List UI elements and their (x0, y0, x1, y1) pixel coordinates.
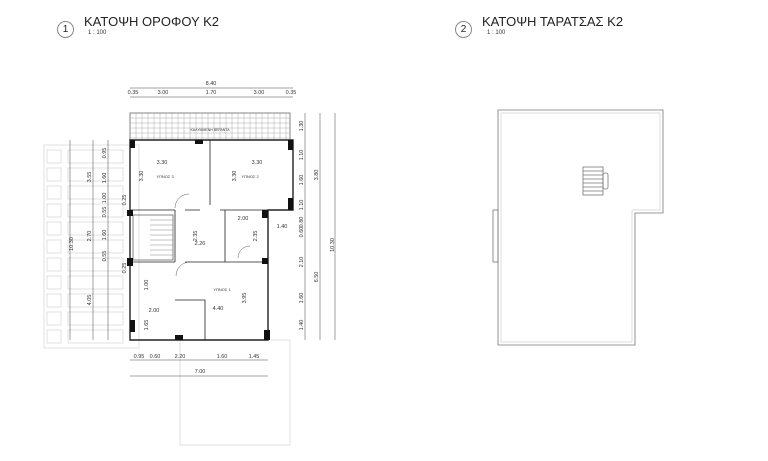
dimension-left: 2.70 (87, 231, 93, 242)
dimension-bottom: 2.20 (175, 354, 186, 360)
dimension-left: 1.00 (144, 280, 150, 291)
dimension-right: 0.80 (299, 217, 305, 228)
dimension-top: 0.35 (286, 90, 297, 96)
dimension-top: 0.35 (128, 90, 139, 96)
dimension-inner: 2.00 (238, 216, 249, 222)
dimension-bottom: 0.95 (134, 354, 145, 360)
dimension-labels: 8.40 0.35 3.00 1.70 3.00 0.35 0.95 0.60 2.20 1.60… (69, 81, 336, 375)
dimension-inner: 3.95 (242, 293, 248, 304)
dimension-inner: 3.30 (252, 160, 263, 166)
view-title-2: ΚΑΤΟΨΗ ΤΑΡΑΤΣΑΣ Κ2 (482, 14, 624, 29)
room-label-bedroom-2: ΥΠΝΟΣ 2 (241, 174, 259, 179)
view-number-2: 2 (455, 21, 472, 38)
underlay-lines (43, 144, 291, 446)
dimension-right: 1.60 (299, 293, 305, 304)
dimension-inner: 2.35 (193, 231, 199, 242)
dimension-right: 0.60 (299, 227, 305, 238)
dimension-left: 1.00 (102, 193, 108, 204)
dimension-right: 10.30 (330, 238, 336, 252)
room-label-bedroom-3: ΥΠΝΟΣ 3 (156, 174, 174, 179)
dimension-left: 0.25 (122, 195, 128, 206)
dimension-inner: 2.00 (149, 308, 160, 314)
dimension-left: 1.60 (102, 173, 108, 184)
view-title-1: ΚΑΤΟΨΗ ΟΡΟΦΟΥ Κ2 (84, 14, 219, 29)
dimension-left: 1.65 (144, 320, 150, 331)
view-scale-1: 1 : 100 (88, 30, 107, 36)
stair (132, 214, 174, 261)
dimension-top: 1.70 (206, 90, 217, 96)
dimension-right: 2.10 (299, 257, 305, 268)
dimension-right: 3.80 (314, 170, 320, 181)
room-label-veranda: ΚΑΛΥΜΜΕΝΗ ΒΕΡΑΝΤΑ (190, 128, 230, 132)
dimension-bottom: 1.60 (217, 354, 228, 360)
floor-plan (127, 112, 294, 341)
dimension-top: 3.00 (158, 90, 169, 96)
dimension-left: 0.95 (102, 148, 108, 159)
view-number-1: 1 (57, 21, 74, 38)
dimension-right: 1.30 (299, 121, 305, 132)
dimension-inner: 3.30 (139, 171, 145, 182)
dimension-bottom: 1.45 (249, 354, 260, 360)
dimension-left: 0.55 (102, 251, 108, 262)
dimension-right: 1.60 (299, 175, 305, 186)
dimension-right: 6.50 (314, 272, 320, 283)
dimension-left: 0.55 (102, 207, 108, 218)
dimension-inner: 2.26 (195, 241, 206, 247)
roof-plan (492, 109, 664, 346)
dimension-left: 0.25 (122, 263, 128, 274)
dimension-left: 3.55 (87, 172, 93, 183)
dimension-lines (69, 87, 336, 377)
roof-stair-icon (582, 166, 609, 196)
room-label-bedroom-1: ΥΠΝΟΣ 1 (213, 287, 231, 292)
dimension-top-total: 8.40 (206, 81, 217, 87)
dimension-left: 1.60 (102, 230, 108, 241)
view-scale-2: 1 : 100 (487, 30, 506, 36)
dimension-inner: 3.30 (157, 160, 168, 166)
dimension-inner: 3.30 (232, 171, 238, 182)
dimension-bottom: 0.60 (150, 354, 161, 360)
dimension-right: 1.10 (299, 150, 305, 161)
dimension-right: 1.10 (299, 200, 305, 211)
dimension-left: 10.30 (69, 237, 75, 251)
dimension-left: 4.05 (87, 295, 93, 306)
dimension-top: 3.00 (254, 90, 265, 96)
dimension-right: 1.40 (299, 320, 305, 331)
dimension-bottom-total: 7.00 (195, 369, 206, 375)
dimension-inner: 2.35 (253, 231, 259, 242)
dimension-inner: 1.40 (277, 224, 288, 230)
dimension-inner: 4.40 (213, 306, 224, 312)
